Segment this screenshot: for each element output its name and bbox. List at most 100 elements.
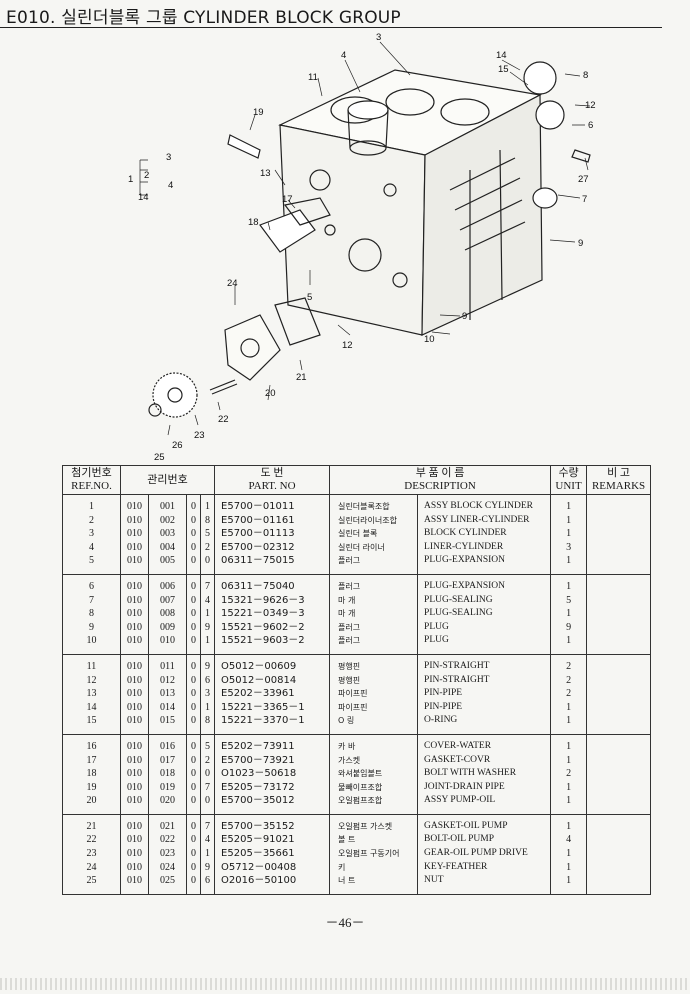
list-item: 025 xyxy=(160,875,175,887)
list-item: 011 xyxy=(160,660,175,672)
header-remarks: 비 고 REMARKS xyxy=(586,465,652,495)
list-item: 1 xyxy=(566,701,572,713)
list-item: E5205－35661 xyxy=(221,848,295,860)
list-item: 0 xyxy=(191,501,196,512)
list-item: 1 xyxy=(205,701,211,713)
list-item: 010 xyxy=(127,541,142,553)
list-item: 1 xyxy=(566,715,572,727)
list-item: 21 xyxy=(86,820,97,832)
list-item: 8 xyxy=(89,608,94,620)
list-item: O2016－50100 xyxy=(221,875,297,887)
list-item: 013 xyxy=(160,688,175,700)
header-description: 부 품 이 름 DESCRIPTION xyxy=(329,465,552,495)
list-item: 010 xyxy=(127,820,142,832)
list-item: 1 xyxy=(566,861,572,873)
page-title: E010. 실린더블록 그룹 CYLINDER BLOCK GROUP xyxy=(6,8,401,28)
list-item: 010 xyxy=(127,514,142,526)
cell-remarks xyxy=(586,573,652,655)
list-item: 1 xyxy=(566,608,572,620)
list-item: ASSY PUMP-OIL xyxy=(424,795,496,806)
list-item: BOLT WITH WASHER xyxy=(424,768,517,779)
list-item: 1 xyxy=(566,848,572,860)
list-item: PLUG-EXPANSION xyxy=(424,580,505,591)
list-item: BOLT-OIL PUMP xyxy=(424,834,494,845)
callout-10: 10 xyxy=(424,334,435,345)
list-item: 6 xyxy=(205,674,211,686)
list-item: 5 xyxy=(566,594,572,606)
list-item: 010 xyxy=(127,501,142,512)
list-item: 마 개 xyxy=(338,595,356,605)
list-item: 0 xyxy=(191,688,196,700)
list-item: 001 xyxy=(160,501,175,512)
list-item: 010 xyxy=(127,754,142,766)
list-item: 0 xyxy=(191,781,196,793)
list-item: 010 xyxy=(127,701,142,713)
list-item: 5 xyxy=(205,528,211,540)
list-item: 0 xyxy=(191,768,196,780)
list-item: 16 xyxy=(86,740,97,752)
list-item: 9 xyxy=(205,861,211,873)
callout-3: 3 xyxy=(376,32,381,43)
callout-6: 6 xyxy=(588,120,593,131)
list-item: 006 xyxy=(160,580,175,592)
list-item: 실린더 블록 xyxy=(338,529,378,539)
list-item: 009 xyxy=(160,621,175,633)
list-item: 5 xyxy=(89,555,94,567)
list-item: 8 xyxy=(205,715,211,727)
list-item: 플러그 xyxy=(338,622,361,632)
list-item: 010 xyxy=(127,594,142,606)
page-number: －46－ xyxy=(325,915,365,930)
list-item: 15 xyxy=(86,715,97,727)
list-item: 7 xyxy=(205,820,211,832)
list-item: COVER-WATER xyxy=(424,740,492,751)
list-item: 0 xyxy=(191,621,196,633)
list-item: 010 xyxy=(127,781,142,793)
list-item: 010 xyxy=(127,621,142,633)
list-item: 11 xyxy=(86,660,97,672)
list-item: 1 xyxy=(205,501,211,512)
list-item: 023 xyxy=(160,848,175,860)
callout-14: 14 xyxy=(496,50,507,61)
list-item: E5700－73921 xyxy=(221,754,295,766)
list-item: PIN-PIPE xyxy=(424,701,463,712)
list-item: 003 xyxy=(160,528,175,540)
block-side xyxy=(421,94,543,336)
list-item: 1 xyxy=(205,608,211,620)
list-item: 010 xyxy=(127,834,142,846)
list-item: 9 xyxy=(566,621,572,633)
list-item: 평행핀 xyxy=(338,675,361,685)
list-item: 오일펌프조합 xyxy=(338,796,383,806)
callout-12-top: 12 xyxy=(585,100,596,111)
list-item: 2 xyxy=(205,754,211,766)
list-item: 0 xyxy=(191,820,196,832)
callout-24: 24 xyxy=(227,278,238,289)
list-item: 와셔붙임볼트 xyxy=(338,769,383,779)
list-item: E5205－91021 xyxy=(221,834,295,846)
list-item: 18 xyxy=(86,768,97,780)
list-item: 0 xyxy=(191,514,196,526)
list-item: 2 xyxy=(566,660,572,672)
list-item: 014 xyxy=(160,701,175,713)
callout-21: 21 xyxy=(296,372,307,383)
list-item: E5700－02312 xyxy=(221,541,295,553)
oil-pump xyxy=(224,314,281,381)
list-item: 010 xyxy=(127,715,142,727)
list-item: 4 xyxy=(205,834,211,846)
list-item: 4 xyxy=(205,594,211,606)
list-item: 022 xyxy=(160,834,175,846)
cell-remarks xyxy=(586,494,652,575)
